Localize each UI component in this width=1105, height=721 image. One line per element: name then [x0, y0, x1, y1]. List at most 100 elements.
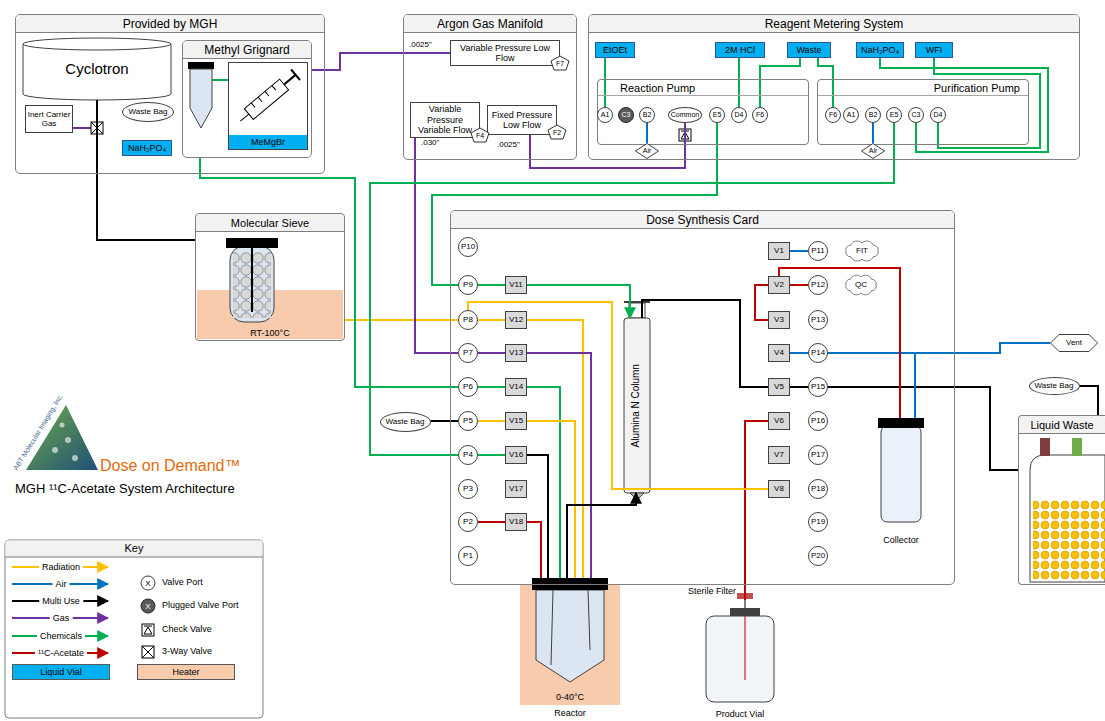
valve-box: V14	[505, 378, 527, 396]
callout-cloud: QC	[843, 274, 879, 296]
node-label: Vent	[1066, 338, 1082, 347]
node-label: P12	[811, 280, 825, 289]
legend-symbol	[144, 627, 152, 634]
callout-cloud: FIT	[843, 240, 881, 262]
connector	[527, 320, 583, 578]
node-label: V6	[774, 416, 784, 425]
group-box: Dose Synthesis CardP10P9P8P7P6P5P4P3P2P1…	[450, 210, 955, 585]
product-vial	[706, 593, 774, 702]
node-sublabel: RT-100°C	[196, 328, 344, 338]
node-label: Waste Bag	[1035, 381, 1074, 390]
valve-box: V7	[768, 446, 790, 464]
node-label: F6	[829, 111, 837, 119]
card-port: P10	[458, 237, 478, 257]
connector	[97, 100, 195, 240]
node-label: V1	[774, 246, 784, 255]
node-label: NaH₂PO₄	[861, 45, 899, 55]
flow-controller: Variable Pressure Low FlowF7	[450, 40, 560, 66]
callout-cloud-outline	[846, 275, 876, 295]
liquid-waste-bottle	[1030, 455, 1105, 582]
node-sublabel: F4	[470, 127, 490, 143]
pump-box: Purification PumpF6A1B2E5C3D4	[817, 79, 1029, 145]
connector	[828, 343, 1050, 353]
air-diamond: Air	[861, 143, 885, 159]
reactor-heater	[520, 585, 620, 705]
liquid-vial: WFI	[915, 42, 953, 58]
reactor-heater	[551, 590, 553, 665]
node-label: P13	[811, 315, 825, 324]
collector-vial	[878, 418, 924, 428]
node-label: Liquid Waste	[1019, 416, 1105, 434]
node-label: Inert Carrier Gas	[26, 110, 72, 128]
connector	[431, 420, 459, 422]
node-label: V17	[509, 484, 523, 493]
product-vial: Product Vial	[700, 600, 780, 720]
node-label: V18	[509, 517, 523, 526]
node-label: P9	[463, 280, 473, 289]
node-label: P8	[463, 315, 473, 324]
connector	[468, 302, 768, 489]
legend-box	[6, 541, 263, 558]
valve-box: V2	[768, 276, 790, 294]
grignard-vial	[188, 62, 228, 128]
connector	[755, 285, 768, 320]
connector	[818, 58, 833, 107]
syringe	[258, 97, 262, 102]
node-label: Variable Pressure Variable Flow	[411, 104, 479, 135]
alumina-column	[624, 302, 650, 500]
vent-hexagon: Vent	[1050, 334, 1098, 352]
card-port: P8	[458, 310, 478, 330]
connector	[478, 352, 505, 354]
product-vial	[730, 608, 760, 616]
card-port: P7	[458, 343, 478, 363]
connector	[432, 123, 717, 285]
node-label: B2	[643, 111, 652, 119]
connector	[828, 353, 915, 418]
valve-port: Common	[668, 107, 702, 123]
node-label: 0-40°C	[520, 692, 620, 702]
connector	[828, 387, 1018, 470]
node-label: P18	[811, 484, 825, 493]
connector	[880, 58, 1048, 152]
legend-title: Key	[125, 542, 144, 554]
valve-box: V6	[768, 412, 790, 430]
liquid-vial: EtOEt	[595, 42, 635, 58]
connector	[478, 420, 505, 422]
node-label: P1	[463, 551, 473, 560]
card-port: P13	[808, 310, 828, 330]
connector	[527, 353, 591, 578]
node-label: Air	[869, 147, 878, 155]
valve-port: D4	[731, 107, 747, 123]
node-label: P7	[463, 348, 473, 357]
valve-port: A1	[597, 107, 613, 123]
node-label: Molecular Sieve	[196, 214, 344, 232]
legend-label: Radiation	[39, 562, 83, 572]
connector	[527, 455, 548, 578]
connector	[478, 284, 505, 286]
node-label: C3	[622, 111, 631, 119]
sieve-heater	[226, 238, 278, 248]
node-label: P11	[811, 246, 825, 255]
node-label: WFI	[926, 45, 943, 55]
node-label: Air	[643, 147, 652, 155]
product-vial	[706, 616, 774, 702]
card-port: P14	[808, 343, 828, 363]
connector	[345, 319, 458, 321]
node-label: P17	[811, 450, 825, 459]
node-sublabel: Reactor	[520, 706, 620, 720]
brand-name: Dose on Demand™	[100, 457, 241, 475]
collector-vial	[881, 426, 921, 522]
cyclotron: Cyclotron	[22, 38, 172, 100]
connector	[312, 53, 450, 70]
cyclotron-cylinder	[23, 38, 171, 100]
valve-box: V18	[505, 513, 527, 531]
node-label: V5	[774, 382, 784, 391]
connector	[642, 300, 768, 387]
liquid-waste-bottle	[1030, 438, 1105, 582]
liquid-waste-bottle	[1033, 500, 1105, 580]
grignard-vial	[190, 69, 212, 128]
connector	[478, 386, 505, 388]
flow-controller: Variable Pressure Variable FlowF4	[410, 102, 480, 138]
node-label: Common	[671, 111, 699, 119]
card-port: P16	[808, 411, 828, 431]
